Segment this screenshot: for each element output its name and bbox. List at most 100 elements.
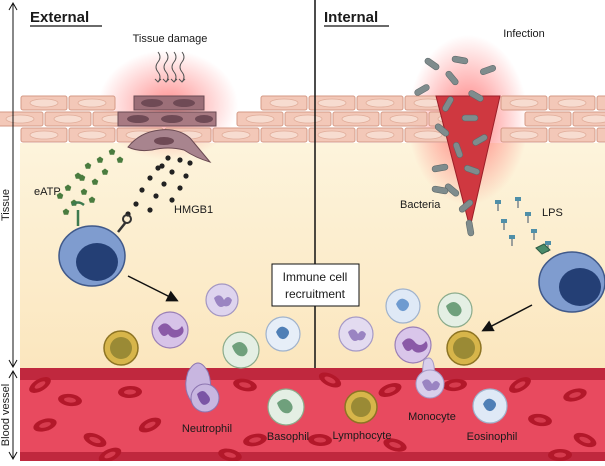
eatp-molecule <box>116 156 124 163</box>
hmgb1-molecule <box>165 155 171 161</box>
side-label-tissue: Tissue <box>0 189 12 221</box>
red-blood-cell-center <box>34 381 46 389</box>
epithelial-nucleus <box>29 98 59 108</box>
red-blood-cell-center <box>569 392 581 398</box>
hmgb1-molecule <box>147 207 153 213</box>
lps-head <box>545 241 551 245</box>
bacterium <box>442 96 454 112</box>
label-infection: Infection <box>503 28 545 40</box>
vessel-wall-bottom <box>20 452 605 461</box>
lps-head <box>495 200 501 204</box>
hmgb1-molecule <box>169 169 175 175</box>
eatp-molecule <box>101 168 109 175</box>
hmgb1-molecule <box>155 165 161 171</box>
tissue-cells-left <box>103 283 301 369</box>
eatp-molecule <box>108 148 116 155</box>
tissue-cells-right <box>338 288 482 366</box>
hmgb1-molecule <box>159 163 165 169</box>
arrow-right-recruit <box>481 304 533 332</box>
dying-cell <box>127 129 212 163</box>
red-blood-cell-center <box>384 386 396 394</box>
vessel-wall-top <box>20 368 605 380</box>
epithelial-nucleus <box>5 114 35 124</box>
eatp-molecule <box>56 192 64 199</box>
epithelial-nucleus <box>53 114 83 124</box>
label-basophil: Basophil <box>267 431 309 443</box>
epithelial-nucleus <box>221 130 251 140</box>
epithelial-nucleus <box>581 114 605 124</box>
epithelial-nucleus <box>293 114 323 124</box>
lps-head <box>531 229 537 233</box>
epithelial-nucleus <box>317 130 347 140</box>
epithelial-nucleus <box>365 130 395 140</box>
eatp-molecule <box>62 208 70 215</box>
red-blood-cells <box>29 372 597 463</box>
red-blood-cell-center <box>104 451 116 459</box>
header-internal: Internal <box>324 9 378 26</box>
lps-head <box>509 235 515 239</box>
red-blood-cell-center <box>249 437 261 443</box>
bacterium <box>445 70 459 86</box>
bacterium <box>431 163 449 173</box>
red-blood-cell-center <box>144 421 156 429</box>
damage-wave <box>162 51 170 83</box>
bacterium <box>458 199 474 213</box>
lps-molecules <box>495 197 551 252</box>
epithelial-cell <box>596 127 605 143</box>
damage-arrows <box>154 51 186 83</box>
epithelial-nucleus <box>557 98 587 108</box>
bacterium <box>431 185 449 195</box>
bacterium <box>468 90 484 102</box>
epithelial-nucleus <box>365 98 395 108</box>
red-blood-cell-center <box>64 397 76 403</box>
arrow-left-recruit <box>127 275 179 302</box>
bacteria-group <box>414 55 496 237</box>
bacterium <box>451 55 469 65</box>
label-hmgb1: HMGB1 <box>174 204 213 216</box>
epithelial-nucleus <box>77 98 107 108</box>
bacterium <box>472 134 488 146</box>
bacterium <box>461 114 479 122</box>
lps-head <box>501 219 507 223</box>
bacterium <box>434 123 450 137</box>
bacterium <box>464 164 480 176</box>
hmgb1-molecule <box>169 197 175 203</box>
red-blood-cell-center <box>579 436 591 444</box>
red-blood-cell-center <box>89 436 101 444</box>
epithelial-nucleus <box>389 114 419 124</box>
vessel-cells <box>185 357 508 426</box>
red-blood-cell-center <box>389 442 401 448</box>
label-lps: LPS <box>542 207 563 219</box>
red-blood-cell-center <box>534 417 546 423</box>
recruitment-label-line2: recruitment <box>285 287 346 301</box>
epithelial-nucleus <box>269 130 299 140</box>
macrophage-left <box>58 201 132 287</box>
damaged-cells <box>117 95 217 163</box>
epithelial-nucleus <box>509 130 539 140</box>
red-blood-cell-center <box>449 382 461 388</box>
bacterium <box>414 84 430 96</box>
blood-vessel <box>20 368 605 461</box>
eatp-molecule <box>84 162 92 169</box>
eatp-molecule <box>96 156 104 163</box>
red-blood-cell-center <box>239 382 251 388</box>
epithelial-nucleus <box>77 130 107 140</box>
recruitment-label-line1: Immune cell <box>283 270 348 284</box>
damage-wave <box>178 51 186 83</box>
hmgb1-molecule <box>177 185 183 191</box>
side-label-vessel: Blood vessel <box>0 384 12 446</box>
epithelial-nucleus <box>341 114 371 124</box>
label-bacteria: Bacteria <box>400 199 441 211</box>
epithelial-nucleus <box>245 114 275 124</box>
label-tissue-damage: Tissue damage <box>133 33 208 45</box>
bacterium <box>444 183 460 197</box>
eatp-molecule <box>78 174 86 181</box>
red-blood-cell-center <box>224 452 236 458</box>
label-eosinophil: Eosinophil <box>467 431 518 443</box>
epithelial-nucleus <box>29 130 59 140</box>
label-eatp: eATP <box>34 186 61 198</box>
bacterium <box>452 142 464 158</box>
epithelial-nucleus <box>269 98 299 108</box>
recruitment-box <box>271 263 360 307</box>
